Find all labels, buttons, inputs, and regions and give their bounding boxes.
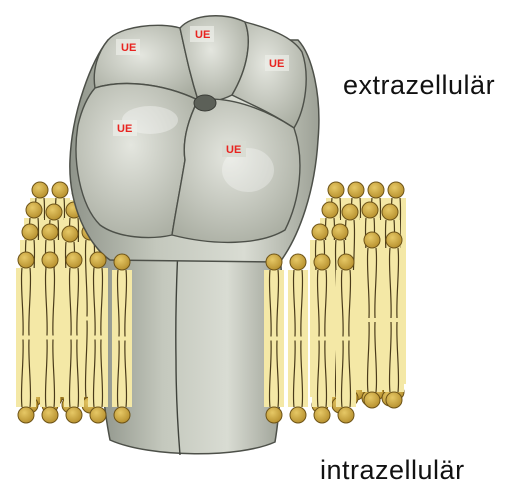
lipid-head-bottom <box>314 407 330 423</box>
lipid-head-top <box>322 202 338 218</box>
lipid-head-top <box>46 204 62 220</box>
lipid-head-top <box>32 182 48 198</box>
lipid-head-bottom <box>42 407 58 423</box>
lipid-tail-region <box>64 268 84 407</box>
lipid-head-bottom <box>364 392 380 408</box>
phospholipid <box>264 254 284 423</box>
extracellular-label: extrazellulär <box>343 70 495 101</box>
phospholipid <box>16 252 36 423</box>
phospholipid <box>384 232 404 408</box>
intracellular-label: intrazellulär <box>320 455 465 486</box>
lipid-head-top <box>66 252 82 268</box>
lipid-head-top <box>382 204 398 220</box>
lipid-head-top <box>348 182 364 198</box>
lipid-head-top <box>266 254 282 270</box>
lipid-head-top <box>332 224 348 240</box>
lipid-tail-region <box>362 248 382 392</box>
lipid-head-top <box>42 224 58 240</box>
phospholipid <box>288 254 308 423</box>
phospholipid <box>112 254 132 423</box>
lipid-head-top <box>338 254 354 270</box>
lipid-head-top <box>90 252 106 268</box>
lipid-tail-region <box>312 270 332 407</box>
subunit-label: UE <box>121 42 136 54</box>
lipid-tail-region <box>264 270 284 407</box>
lipid-tail-region <box>288 270 308 407</box>
lipid-head-top <box>62 226 78 242</box>
subunit-label: UE <box>269 58 284 70</box>
lipid-head-top <box>328 182 344 198</box>
lipid-head-top <box>22 224 38 240</box>
lipid-head-top <box>362 202 378 218</box>
lipid-head-top <box>364 232 380 248</box>
phospholipid <box>88 252 108 423</box>
lipid-head-top <box>26 202 42 218</box>
lipid-tail-region <box>16 268 36 407</box>
phospholipid <box>362 232 382 408</box>
phospholipid <box>64 252 84 423</box>
lipid-head-top <box>388 182 404 198</box>
lipid-head-bottom <box>290 407 306 423</box>
lipid-head-bottom <box>66 407 82 423</box>
lipid-head-top <box>114 254 130 270</box>
lipid-head-top <box>290 254 306 270</box>
lipid-head-bottom <box>386 392 402 408</box>
lipid-head-top <box>314 254 330 270</box>
subunit-label: UE <box>195 29 210 41</box>
lipid-head-top <box>368 182 384 198</box>
lipid-head-top <box>342 204 358 220</box>
lipid-head-top <box>386 232 402 248</box>
lipid-head-bottom <box>114 407 130 423</box>
lipid-tail-region <box>384 248 404 392</box>
subunit-label: UE <box>226 144 241 156</box>
lipid-head-bottom <box>90 407 106 423</box>
phospholipid <box>312 254 332 423</box>
lipid-tail-region <box>336 270 356 407</box>
lipid-head-bottom <box>18 407 34 423</box>
channel-pore <box>194 95 216 111</box>
lipid-head-top <box>52 182 68 198</box>
lipid-head-top <box>312 224 328 240</box>
lipid-tail-region <box>88 268 108 407</box>
lipid-head-top <box>42 252 58 268</box>
lipid-head-bottom <box>338 407 354 423</box>
lipid-tail-region <box>112 270 132 407</box>
lipid-tail-region <box>40 268 60 407</box>
lipid-head-top <box>18 252 34 268</box>
subunit-label: UE <box>117 123 132 135</box>
lipid-head-bottom <box>266 407 282 423</box>
phospholipid <box>40 252 60 423</box>
phospholipid <box>336 254 356 423</box>
